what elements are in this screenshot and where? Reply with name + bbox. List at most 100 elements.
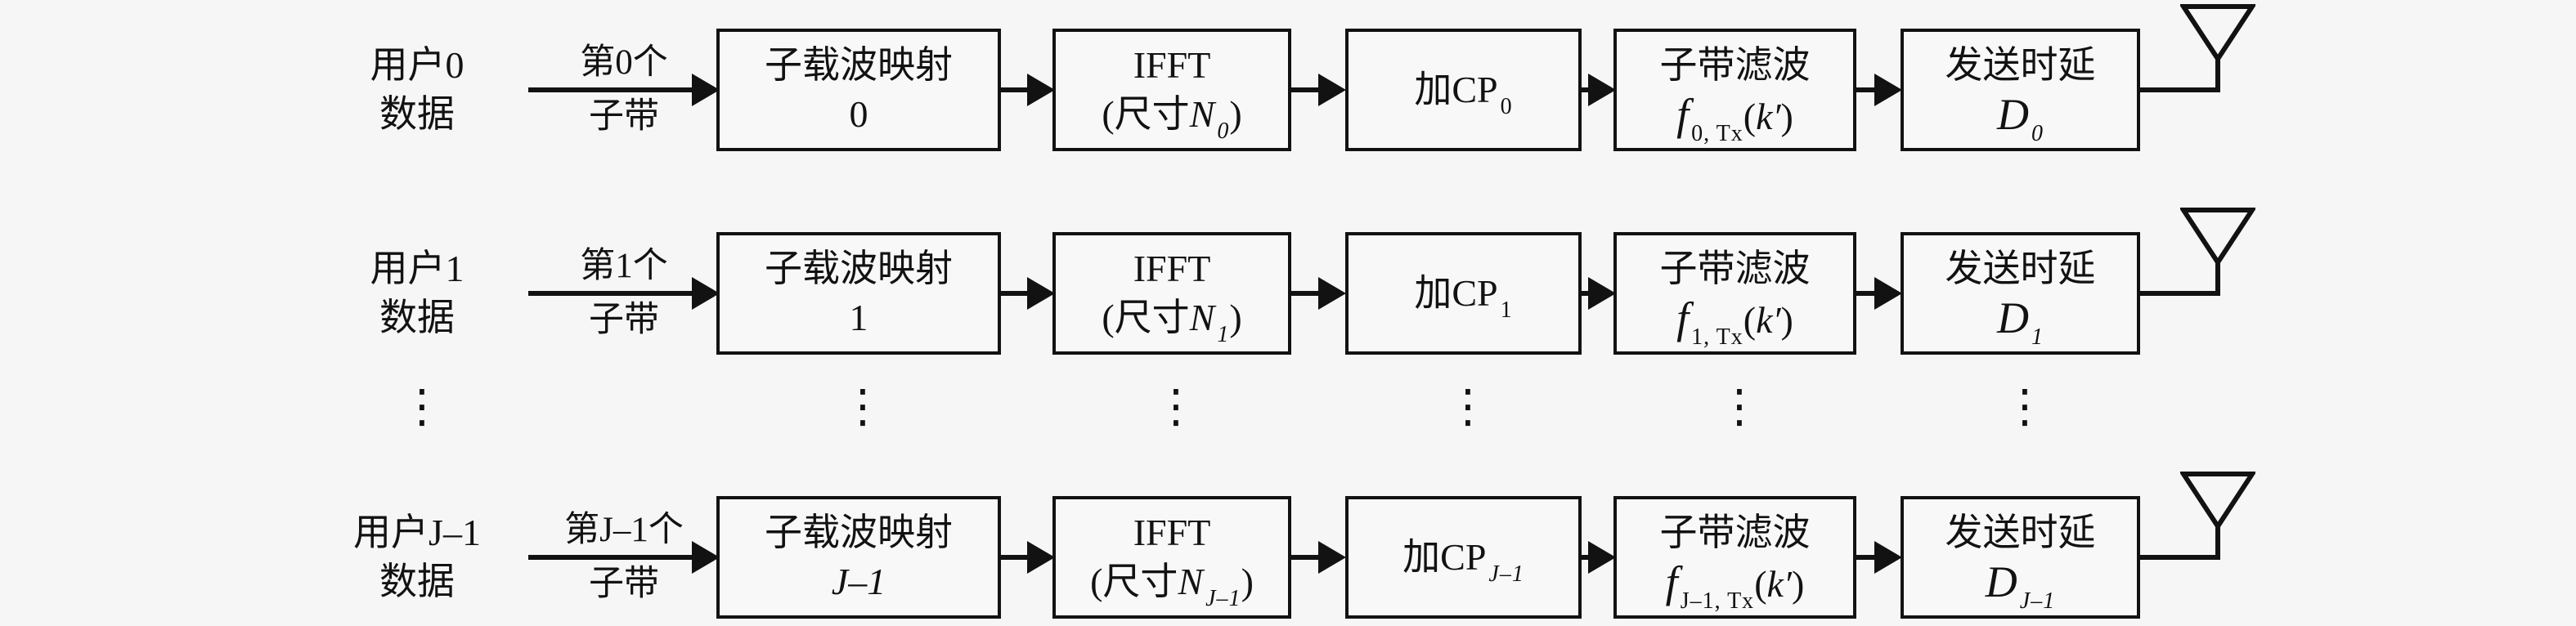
antenna-wire: [2137, 555, 2220, 560]
subband-input-arrow: 第0个 子带: [528, 29, 720, 151]
arrowhead-icon: [692, 541, 720, 574]
mapping-label: 子载波映射: [765, 248, 953, 289]
vertical-ellipsis: ⋮: [399, 380, 445, 433]
arrowhead-icon: [1588, 74, 1616, 106]
subband-label-bottom: 子带: [589, 565, 659, 603]
flow-arrow: [1582, 277, 1616, 310]
ifft-label: IFFT: [1133, 44, 1211, 86]
subband-label-top: 第0个: [580, 43, 668, 82]
flow-arrow: [1856, 277, 1902, 310]
user-data-label: 用户0 数据: [262, 29, 572, 151]
vertical-ellipsis: ⋮: [840, 380, 886, 433]
subcarrier-mapping-box: 子载波映射 0: [716, 29, 1001, 151]
filter-label: 子带滤波: [1659, 44, 1811, 86]
subband-input-arrow: 第J–1个 子带: [528, 496, 720, 619]
flow-arrow: [1856, 541, 1902, 574]
mapping-label: 子载波映射: [765, 44, 953, 86]
ifft-label: IFFT: [1133, 512, 1211, 553]
antenna-icon: [2180, 4, 2255, 90]
flow-arrow: [1291, 74, 1346, 106]
arrow-line: [528, 74, 720, 106]
vertical-ellipsis: ⋮: [2002, 380, 2048, 433]
arrowhead-icon: [1318, 541, 1346, 574]
user-data-label: 用户J–1 数据: [262, 496, 572, 619]
arrow-line: [528, 277, 720, 310]
subband-label-top: 第J–1个: [564, 511, 684, 549]
subcarrier-mapping-box: 子载波映射 J–1: [716, 496, 1001, 619]
arrowhead-icon: [1588, 277, 1616, 310]
user-label-line2: 数据: [379, 93, 455, 135]
arrowhead-icon: [692, 277, 720, 310]
flow-arrow: [1856, 74, 1902, 106]
flow-arrow: [1291, 277, 1346, 310]
ifft-label: IFFT: [1133, 248, 1211, 289]
arrowhead-icon: [1874, 277, 1902, 310]
mapping-index: 1: [849, 297, 868, 338]
flow-arrow: [1582, 541, 1616, 574]
subband-input-arrow: 第1个 子带: [528, 232, 720, 355]
mapping-index: J–1: [831, 561, 886, 602]
delay-label: 发送时延: [1945, 248, 2096, 289]
antenna-icon: [2180, 208, 2255, 293]
subband-label-top: 第1个: [580, 247, 668, 285]
flow-arrow: [1291, 541, 1346, 574]
user-label-line1: 用户1: [370, 248, 464, 289]
flow-arrow: [1001, 74, 1055, 106]
antenna-wire: [2137, 87, 2220, 92]
vertical-ellipsis: ⋮: [1717, 380, 1762, 433]
arrowhead-icon: [1318, 277, 1346, 310]
subcarrier-mapping-box: 子载波映射 1: [716, 232, 1001, 355]
user-label-line2: 数据: [379, 561, 455, 602]
flow-arrow: [1001, 277, 1055, 310]
arrowhead-icon: [1874, 74, 1902, 106]
delay-label: 发送时延: [1945, 44, 2096, 86]
antenna-wire: [2137, 291, 2220, 296]
delay-label: 发送时延: [1945, 512, 2096, 553]
arrowhead-icon: [1318, 74, 1346, 106]
arrowhead-icon: [1027, 74, 1055, 106]
subband-label-bottom: 子带: [589, 97, 659, 136]
user-label-line2: 数据: [379, 297, 455, 338]
filter-label: 子带滤波: [1659, 248, 1811, 289]
flow-arrow: [1001, 541, 1055, 574]
arrowhead-icon: [1027, 277, 1055, 310]
user-label-line1: 用户0: [370, 44, 464, 86]
filter-label: 子带滤波: [1659, 512, 1811, 553]
vertical-ellipsis: ⋮: [1153, 380, 1199, 433]
arrowhead-icon: [1874, 541, 1902, 574]
subband-label-bottom: 子带: [589, 301, 659, 339]
flow-arrow: [1582, 74, 1616, 106]
user-data-label: 用户1 数据: [262, 232, 572, 355]
arrowhead-icon: [1588, 541, 1616, 574]
arrow-line: [528, 541, 720, 574]
arrowhead-icon: [692, 74, 720, 106]
antenna-icon: [2180, 472, 2255, 557]
arrowhead-icon: [1027, 541, 1055, 574]
